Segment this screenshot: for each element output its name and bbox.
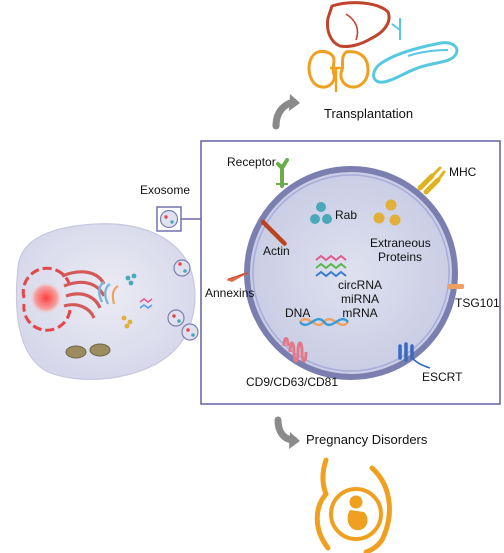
pregnancy-disorders-label: Pregnancy Disorders bbox=[306, 432, 428, 447]
rna-icon bbox=[315, 254, 347, 278]
dna-icon bbox=[299, 317, 349, 327]
rab-icon bbox=[310, 202, 332, 224]
mrna-label: mRNA bbox=[342, 306, 378, 320]
circrna-label: circRNA bbox=[338, 278, 382, 292]
mirna-label: miRNA bbox=[341, 292, 379, 306]
mhc-label: MHC bbox=[449, 165, 477, 179]
proteins-label: Proteins bbox=[377, 250, 423, 264]
tetraspanin-icon bbox=[282, 337, 308, 363]
curved-arrow-icon bbox=[272, 94, 300, 130]
liver-icon bbox=[326, 1, 391, 48]
exosome-label: Exosome bbox=[140, 183, 191, 197]
cd9-cd63-cd81-label: CD9/CD63/CD81 bbox=[246, 375, 339, 389]
tsg101-label: TSG101 bbox=[455, 296, 500, 310]
actin-label: Actin bbox=[263, 244, 290, 258]
extraneous-proteins-icon bbox=[373, 199, 401, 226]
pancreas-icon bbox=[372, 18, 459, 84]
rab-label: Rab bbox=[335, 208, 358, 222]
extraneous-label: Extraneous bbox=[370, 236, 431, 250]
dna-label: DNA bbox=[285, 306, 311, 320]
cell-icon bbox=[15, 223, 199, 381]
tsg101-icon bbox=[448, 284, 464, 289]
mhc-icon bbox=[417, 166, 446, 195]
kidney-icon bbox=[307, 50, 370, 92]
curved-arrow-icon bbox=[274, 416, 300, 449]
actin-icon bbox=[260, 219, 288, 247]
escrt-icon bbox=[398, 342, 431, 369]
receptor-icon bbox=[276, 158, 289, 188]
exosome-icon bbox=[156, 206, 201, 232]
receptor-label: Receptor bbox=[227, 155, 276, 169]
escrt-label: ESCRT bbox=[422, 370, 463, 384]
annexins-label: Annexins bbox=[205, 286, 255, 300]
annexins-icon bbox=[226, 272, 250, 282]
pregnant-woman-icon bbox=[314, 457, 392, 553]
transplantation-label: Transplantation bbox=[324, 106, 414, 121]
large-exosome bbox=[244, 166, 458, 380]
